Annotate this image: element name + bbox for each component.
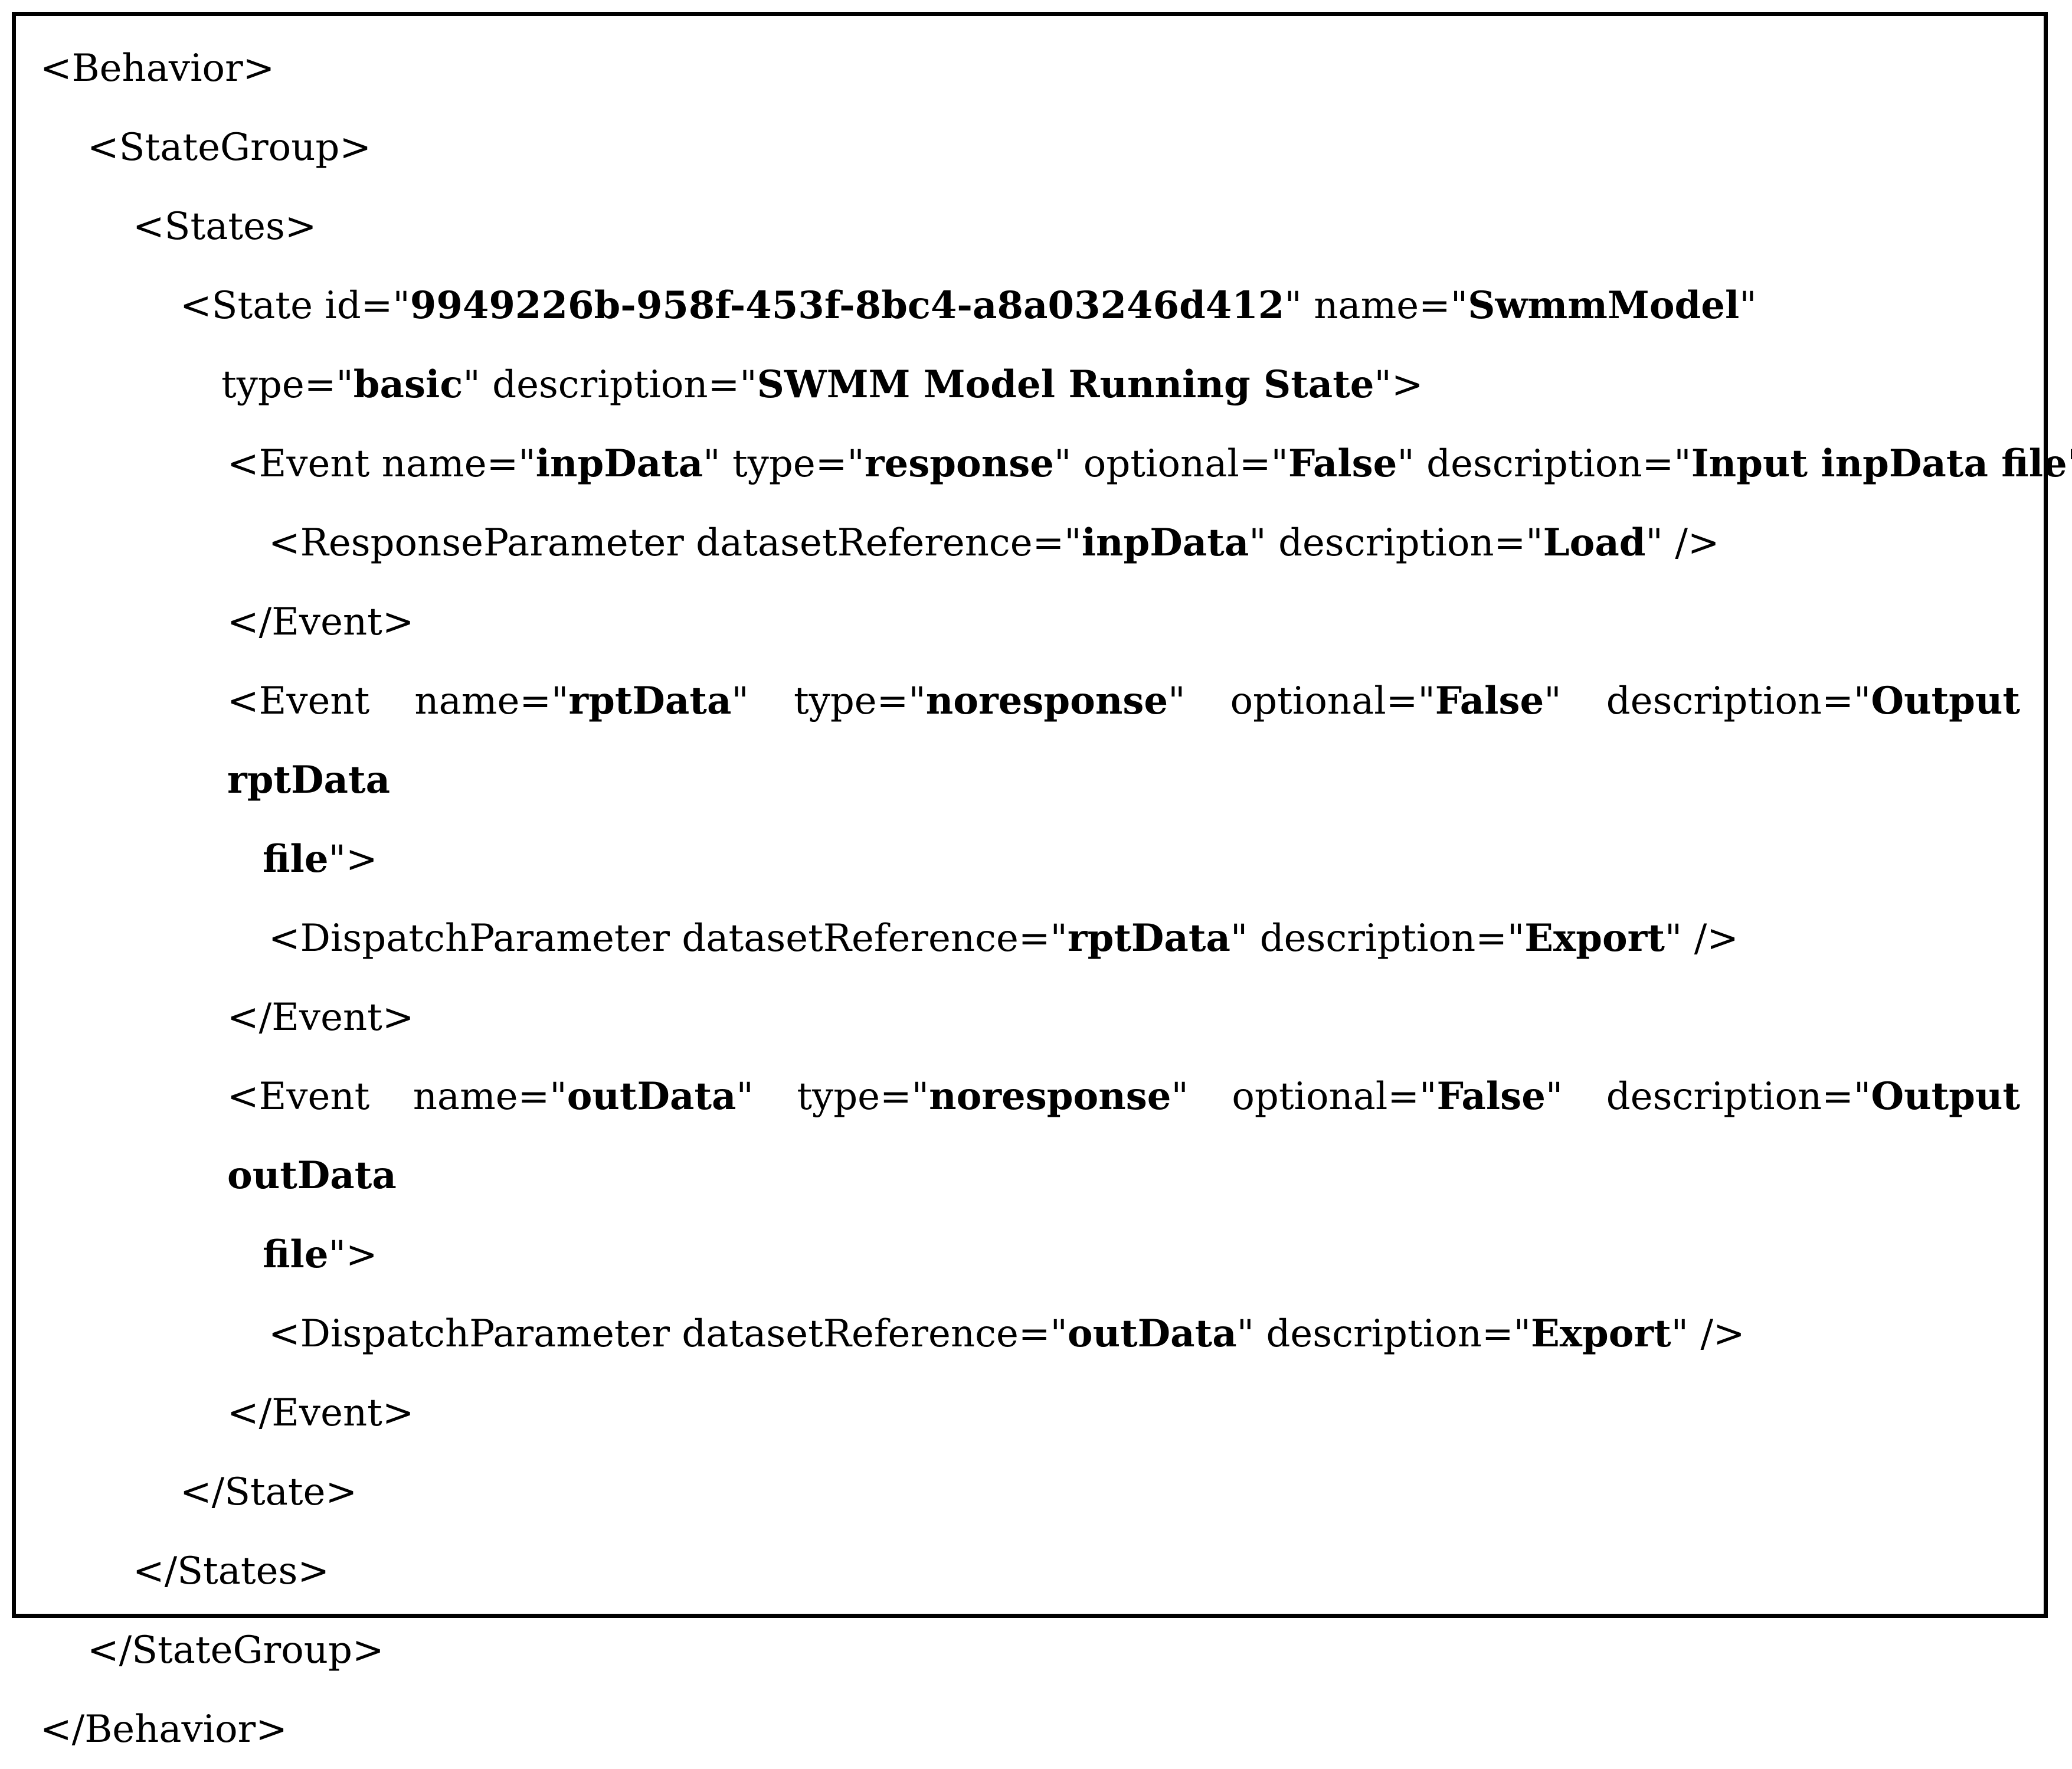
xml-attribute-value: False [1436,1074,1546,1119]
xml-syntax-text: </Event> [227,600,414,644]
xml-attribute-value: noresponse [925,679,1168,723]
xml-attribute-value: False [1288,442,1397,486]
xml-syntax-text: <ResponseParameter datasetReference=" [269,521,1082,565]
code-line: file"> [16,820,2044,899]
xml-attribute-value: response [864,442,1054,486]
code-line: </Event> [16,1374,2044,1453]
code-line: <Event name="outData" type="noresponse" … [16,1057,2044,1215]
xml-attribute-value: file [263,1232,329,1277]
xml-syntax-text: " description=" [1397,442,1691,486]
xml-syntax-text: "> [1374,363,1423,407]
xml-syntax-text: </Behavior> [40,1708,287,1751]
xml-attribute-value: outData [1067,1312,1237,1356]
xml-syntax-text: " type=" [703,442,865,486]
code-line: </Event> [16,583,2044,662]
xml-attribute-value: SwmmModel [1468,283,1740,328]
xml-attribute-value: Load [1543,521,1646,565]
xml-attribute-value: basic [353,362,463,407]
code-line: type="basic" description="SWMM Model Run… [16,345,2044,424]
xml-attribute-value: noresponse [929,1074,1171,1119]
xml-syntax-text: " optional=" [1168,679,1435,723]
xml-syntax-text: " type=" [731,679,926,723]
xml-attribute-value: Export [1531,1312,1671,1356]
xml-syntax-text: " description=" [1230,917,1525,960]
xml-attribute-value: False [1435,679,1544,723]
code-line: <Event name="rptData" type="noresponse" … [16,662,2044,820]
xml-syntax-text: </State> [180,1470,358,1514]
code-line: <DispatchParameter datasetReference="rpt… [16,899,2044,978]
code-line: <State id="9949226b-958f-453f-8bc4-a8a03… [16,266,2044,345]
xml-attribute-value: inpData [1081,521,1249,565]
xml-attribute-value: rptData [568,679,732,723]
xml-syntax-text: </Event> [227,1391,414,1435]
code-line: file"> [16,1215,2044,1294]
xml-attribute-value: Output outData [227,1074,2020,1198]
xml-syntax-text: <DispatchParameter datasetReference=" [269,917,1068,960]
xml-syntax-text: " /> [1671,1312,1745,1356]
xml-syntax-text: "> [328,1233,378,1277]
xml-syntax-text: <Event name=" [227,442,536,486]
code-line: <Behavior> [16,29,2044,108]
xml-attribute-value: 9949226b-958f-453f-8bc4-a8a03246d412 [410,283,1285,328]
xml-syntax-text: <Event name=" [227,1075,567,1119]
code-line: <DispatchParameter datasetReference="out… [16,1294,2044,1374]
xml-syntax-text: <DispatchParameter datasetReference=" [269,1312,1068,1356]
xml-code-block: <Behavior> <StateGroup> <States> <State id=… [16,16,2072,1751]
xml-syntax-text: " [1739,284,1757,328]
xml-attribute-value: Export [1524,916,1665,960]
xml-syntax-text: " description=" [1545,1075,1871,1119]
xml-syntax-text: " description=" [1544,679,1871,723]
xml-attribute-value: rptData [1067,916,1230,960]
xml-syntax-text: "> [2067,442,2072,486]
code-line: </State> [16,1453,2044,1532]
code-line: </StateGroup> [16,1611,2044,1690]
code-line: <Event name="inpData" type="response" op… [16,424,2072,503]
xml-syntax-text: " /> [1645,521,1720,565]
xml-syntax-text: <State id=" [180,284,410,328]
xml-syntax-text: " optional=" [1171,1075,1437,1119]
xml-attribute-value: inpData [535,442,703,486]
xml-syntax-text: " description=" [1236,1312,1531,1356]
xml-syntax-text: <Behavior> [40,47,275,90]
code-line: </States> [16,1532,2044,1611]
xml-syntax-text: " /> [1664,917,1739,960]
xml-attribute-value: Output rptData [227,679,2020,802]
code-line: <StateGroup> [16,108,2044,187]
xml-attribute-value: file [263,837,329,881]
xml-listing-figure-frame: <Behavior> <StateGroup> <States> <State id=… [12,12,2072,1751]
xml-syntax-text: <Event name=" [227,679,569,723]
xml-syntax-text: " optional=" [1054,442,1288,486]
xml-syntax-text: " description=" [463,363,757,407]
xml-syntax-text: " type=" [736,1075,929,1119]
xml-syntax-text: " description=" [1249,521,1543,565]
code-line: </Event> [16,978,2044,1057]
xml-syntax-text: </States> [133,1549,329,1593]
xml-attribute-value: outData [567,1074,737,1119]
code-line: </Behavior> [16,1690,2044,1769]
xml-syntax-text: " name=" [1284,284,1468,328]
xml-syntax-text: type=" [221,363,353,407]
xml-syntax-text: <StateGroup> [87,126,371,169]
xml-syntax-text: </StateGroup> [87,1629,384,1672]
xml-attribute-value: Input inpData file [1691,442,2067,486]
xml-syntax-text: <States> [133,205,317,248]
code-line: <States> [16,187,2044,266]
xml-attribute-value: SWMM Model Running State [757,362,1374,407]
xml-syntax-text: </Event> [227,996,414,1039]
xml-syntax-text: "> [328,838,378,881]
code-line: <ResponseParameter datasetReference="inp… [16,503,2044,583]
